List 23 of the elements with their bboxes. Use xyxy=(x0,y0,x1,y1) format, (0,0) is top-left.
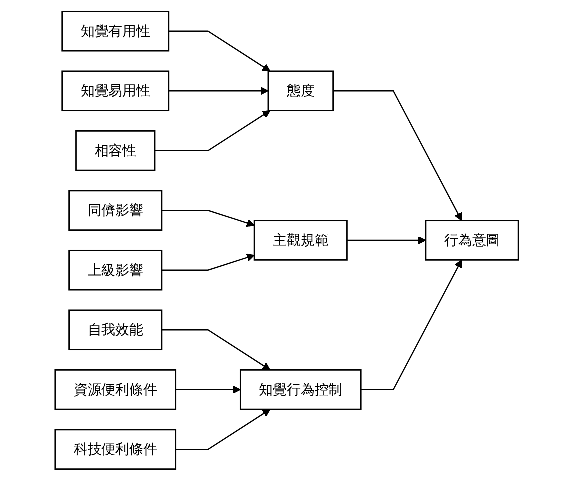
arrow xyxy=(162,330,271,371)
arrow xyxy=(168,30,271,72)
process-box: 知覺有用性 xyxy=(62,11,170,52)
process-box: 自我效能 xyxy=(68,310,163,350)
process-box: 行為意圖 xyxy=(425,220,520,261)
arrow xyxy=(347,236,426,245)
process-box: 主觀規範 xyxy=(254,220,348,261)
arrow xyxy=(361,260,462,390)
process-box: 態度 xyxy=(268,70,334,112)
process-box: 資源便利條件 xyxy=(54,370,177,410)
arrow xyxy=(168,87,269,96)
arrow xyxy=(162,210,255,228)
process-box: 同儕影響 xyxy=(68,190,163,231)
arrow xyxy=(176,386,242,394)
process-box: 上級影響 xyxy=(68,250,163,291)
process-box: 知覺易用性 xyxy=(62,70,170,112)
arrow xyxy=(155,110,271,152)
process-box: 相容性 xyxy=(76,130,156,172)
process-box: 知覺行為控制 xyxy=(240,370,362,410)
process-box: 科技便利條件 xyxy=(54,429,177,470)
arrow xyxy=(333,90,462,222)
arrow xyxy=(162,254,255,271)
arrow xyxy=(176,409,271,450)
